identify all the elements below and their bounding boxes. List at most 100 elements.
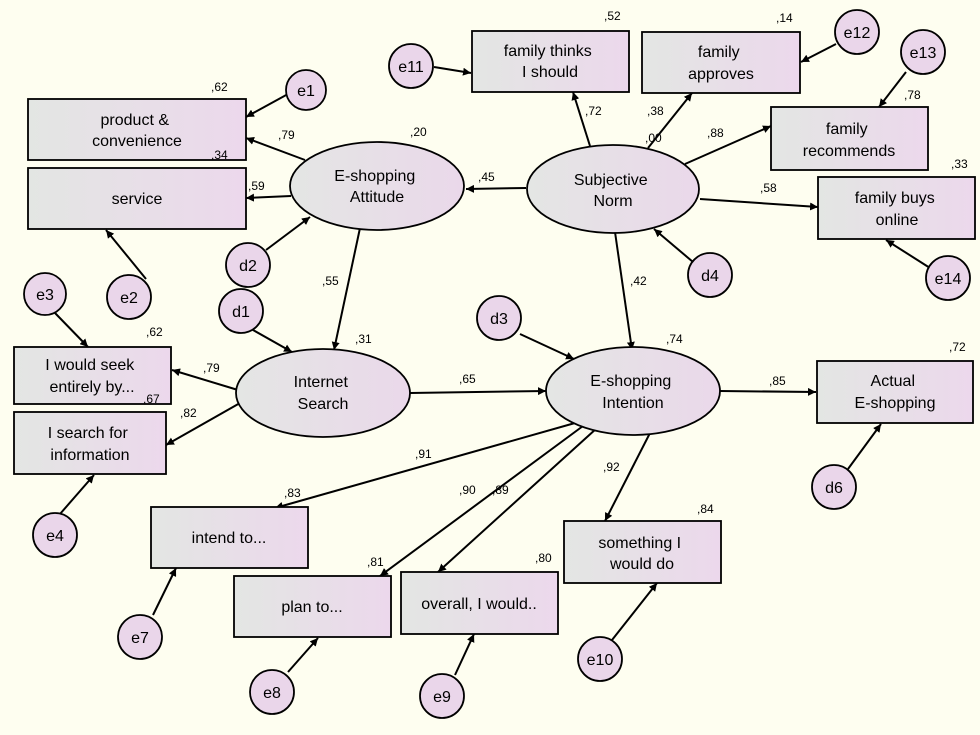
- coef-intention-intend: ,91: [415, 447, 432, 461]
- arrow-e3-to-seek: [54, 312, 89, 348]
- arrow-search-to-intention: [409, 387, 547, 396]
- error-e1-label: e1: [297, 83, 315, 100]
- indicator-actual: Actual E-shopping: [816, 360, 974, 424]
- arrow-d2-to-attitude: [265, 216, 311, 251]
- error-e12-label: e12: [844, 25, 871, 42]
- error-e13: e13: [900, 29, 946, 75]
- coef-search-searchinfo: ,82: [180, 406, 197, 420]
- arrow-e2-to-service: [105, 229, 147, 280]
- error-e2: e2: [106, 274, 152, 320]
- r2-intention: ,74: [666, 332, 683, 346]
- arrow-d1-to-search: [252, 329, 293, 353]
- coef-norm-thinks: ,72: [585, 104, 602, 118]
- arrow-d4-to-norm: [653, 228, 694, 263]
- r2-search: ,31: [355, 332, 372, 346]
- latent-intention: E-shopping Intention: [545, 346, 721, 436]
- arrow-d3-to-intention: [519, 333, 575, 360]
- error-d1-label: d1: [232, 304, 250, 321]
- r2-product: ,62: [211, 80, 228, 94]
- r2-attitude: ,20: [410, 125, 427, 139]
- latent-norm-label: Subjective Norm: [574, 172, 652, 210]
- indicator-recommends-label: family recommends: [803, 121, 895, 160]
- indicator-plan: plan to...: [233, 575, 392, 638]
- arrow-e11-to-thinks: [433, 66, 472, 76]
- indicator-something-label: something I would do: [598, 535, 685, 573]
- arrow-intention-to-something: [604, 432, 651, 522]
- indicator-thinks-label: family thinks I should: [504, 43, 596, 81]
- indicator-searchinfo: I search for information: [13, 411, 167, 475]
- indicator-service-label: service: [112, 191, 163, 208]
- error-d4-label: d4: [701, 268, 719, 285]
- error-e10-label: e10: [587, 652, 614, 669]
- r2-searchinfo: ,67: [143, 392, 160, 406]
- indicator-actual-label: Actual E-shopping: [855, 373, 936, 412]
- coef-search-intention: ,65: [459, 372, 476, 386]
- latent-search-label: Internet Search: [294, 374, 353, 413]
- latent-norm: Subjective Norm: [526, 144, 700, 234]
- r2-service: ,34: [211, 148, 228, 162]
- coef-attitude-service: ,59: [248, 179, 265, 193]
- indicator-seek: I would seek entirely by...: [13, 346, 172, 405]
- arrow-norm-to-intention: [614, 231, 635, 351]
- error-e9: e9: [419, 673, 465, 719]
- error-d3-label: d3: [490, 311, 508, 328]
- arrow-norm-to-attitude: [465, 184, 527, 193]
- coef-norm-attitude: ,45: [478, 170, 495, 184]
- arrow-attitude-to-search: [331, 227, 361, 351]
- r2-overall: ,80: [535, 551, 552, 565]
- latent-search: Internet Search: [235, 348, 411, 438]
- indicator-plan-label: plan to...: [281, 599, 342, 616]
- error-e10: e10: [577, 636, 623, 682]
- error-e4: e4: [32, 512, 78, 558]
- coef-attitude-search: ,55: [322, 274, 339, 288]
- error-e3: e3: [23, 272, 67, 316]
- indicator-recommends: family recommends: [770, 106, 929, 171]
- latent-attitude-label: E-shopping Attitude: [334, 168, 419, 206]
- coef-intention-something: ,92: [603, 460, 620, 474]
- arrow-e13-to-recommends: [878, 71, 907, 108]
- indicator-intend: intend to...: [150, 506, 309, 569]
- error-e7-label: e7: [131, 630, 149, 647]
- error-d2-label: d2: [239, 258, 257, 275]
- error-e3-label: e3: [36, 287, 54, 304]
- error-e11-label: e11: [398, 59, 424, 76]
- error-d2: d2: [225, 242, 271, 288]
- arrow-intention-to-overall: [437, 427, 598, 573]
- error-d3: d3: [476, 295, 522, 341]
- indicator-thinks: family thinks I should: [471, 30, 630, 93]
- r2-something: ,84: [697, 502, 714, 516]
- r2-thinks: ,52: [604, 9, 621, 23]
- arrow-attitude-to-product: [245, 137, 306, 161]
- arrow-e10-to-something: [611, 582, 658, 641]
- arrow-attitude-to-service: [245, 193, 292, 202]
- latent-intention-label: E-shopping Intention: [590, 373, 675, 412]
- arrow-norm-to-thinks: [571, 91, 591, 147]
- arrow-d6-to-actual: [847, 423, 882, 470]
- indicator-seek-label: I would seek entirely by...: [45, 357, 138, 396]
- paths: [54, 43, 931, 676]
- arrow-intention-to-intend: [274, 422, 576, 510]
- r-squared-labels: ,20 ,00 ,31 ,74 ,62 ,34 ,62 ,67 ,52 ,14 …: [143, 9, 968, 569]
- indicator-intend-label: intend to...: [192, 530, 267, 547]
- coef-norm-recommends: ,88: [707, 126, 724, 140]
- indicator-something: something I would do: [563, 520, 722, 584]
- indicator-product-label: product & convenience: [92, 112, 182, 150]
- arrow-e14-to-buys: [885, 239, 931, 269]
- coef-intention-overall: ,89: [492, 483, 509, 497]
- error-d1: d1: [218, 288, 264, 334]
- coef-intention-actual: ,85: [769, 374, 786, 388]
- error-e4-label: e4: [46, 528, 64, 545]
- r2-plan: ,81: [367, 555, 384, 569]
- r2-intend: ,83: [284, 486, 301, 500]
- error-e1: e1: [285, 69, 327, 111]
- indicator-approves-label: family approves: [688, 44, 754, 83]
- arrow-e12-to-approves: [800, 43, 837, 63]
- error-d4: d4: [687, 252, 733, 298]
- error-e9-label: e9: [433, 689, 451, 706]
- error-e12: e12: [834, 9, 880, 55]
- error-terms: e1 e2 e3 e4 e7 e8 e9 e10 e11 e12 e13 e14…: [23, 9, 971, 719]
- arrow-e1-to-product: [245, 93, 289, 118]
- r2-actual: ,72: [949, 340, 966, 354]
- indicator-searchinfo-label: I search for information: [48, 425, 132, 464]
